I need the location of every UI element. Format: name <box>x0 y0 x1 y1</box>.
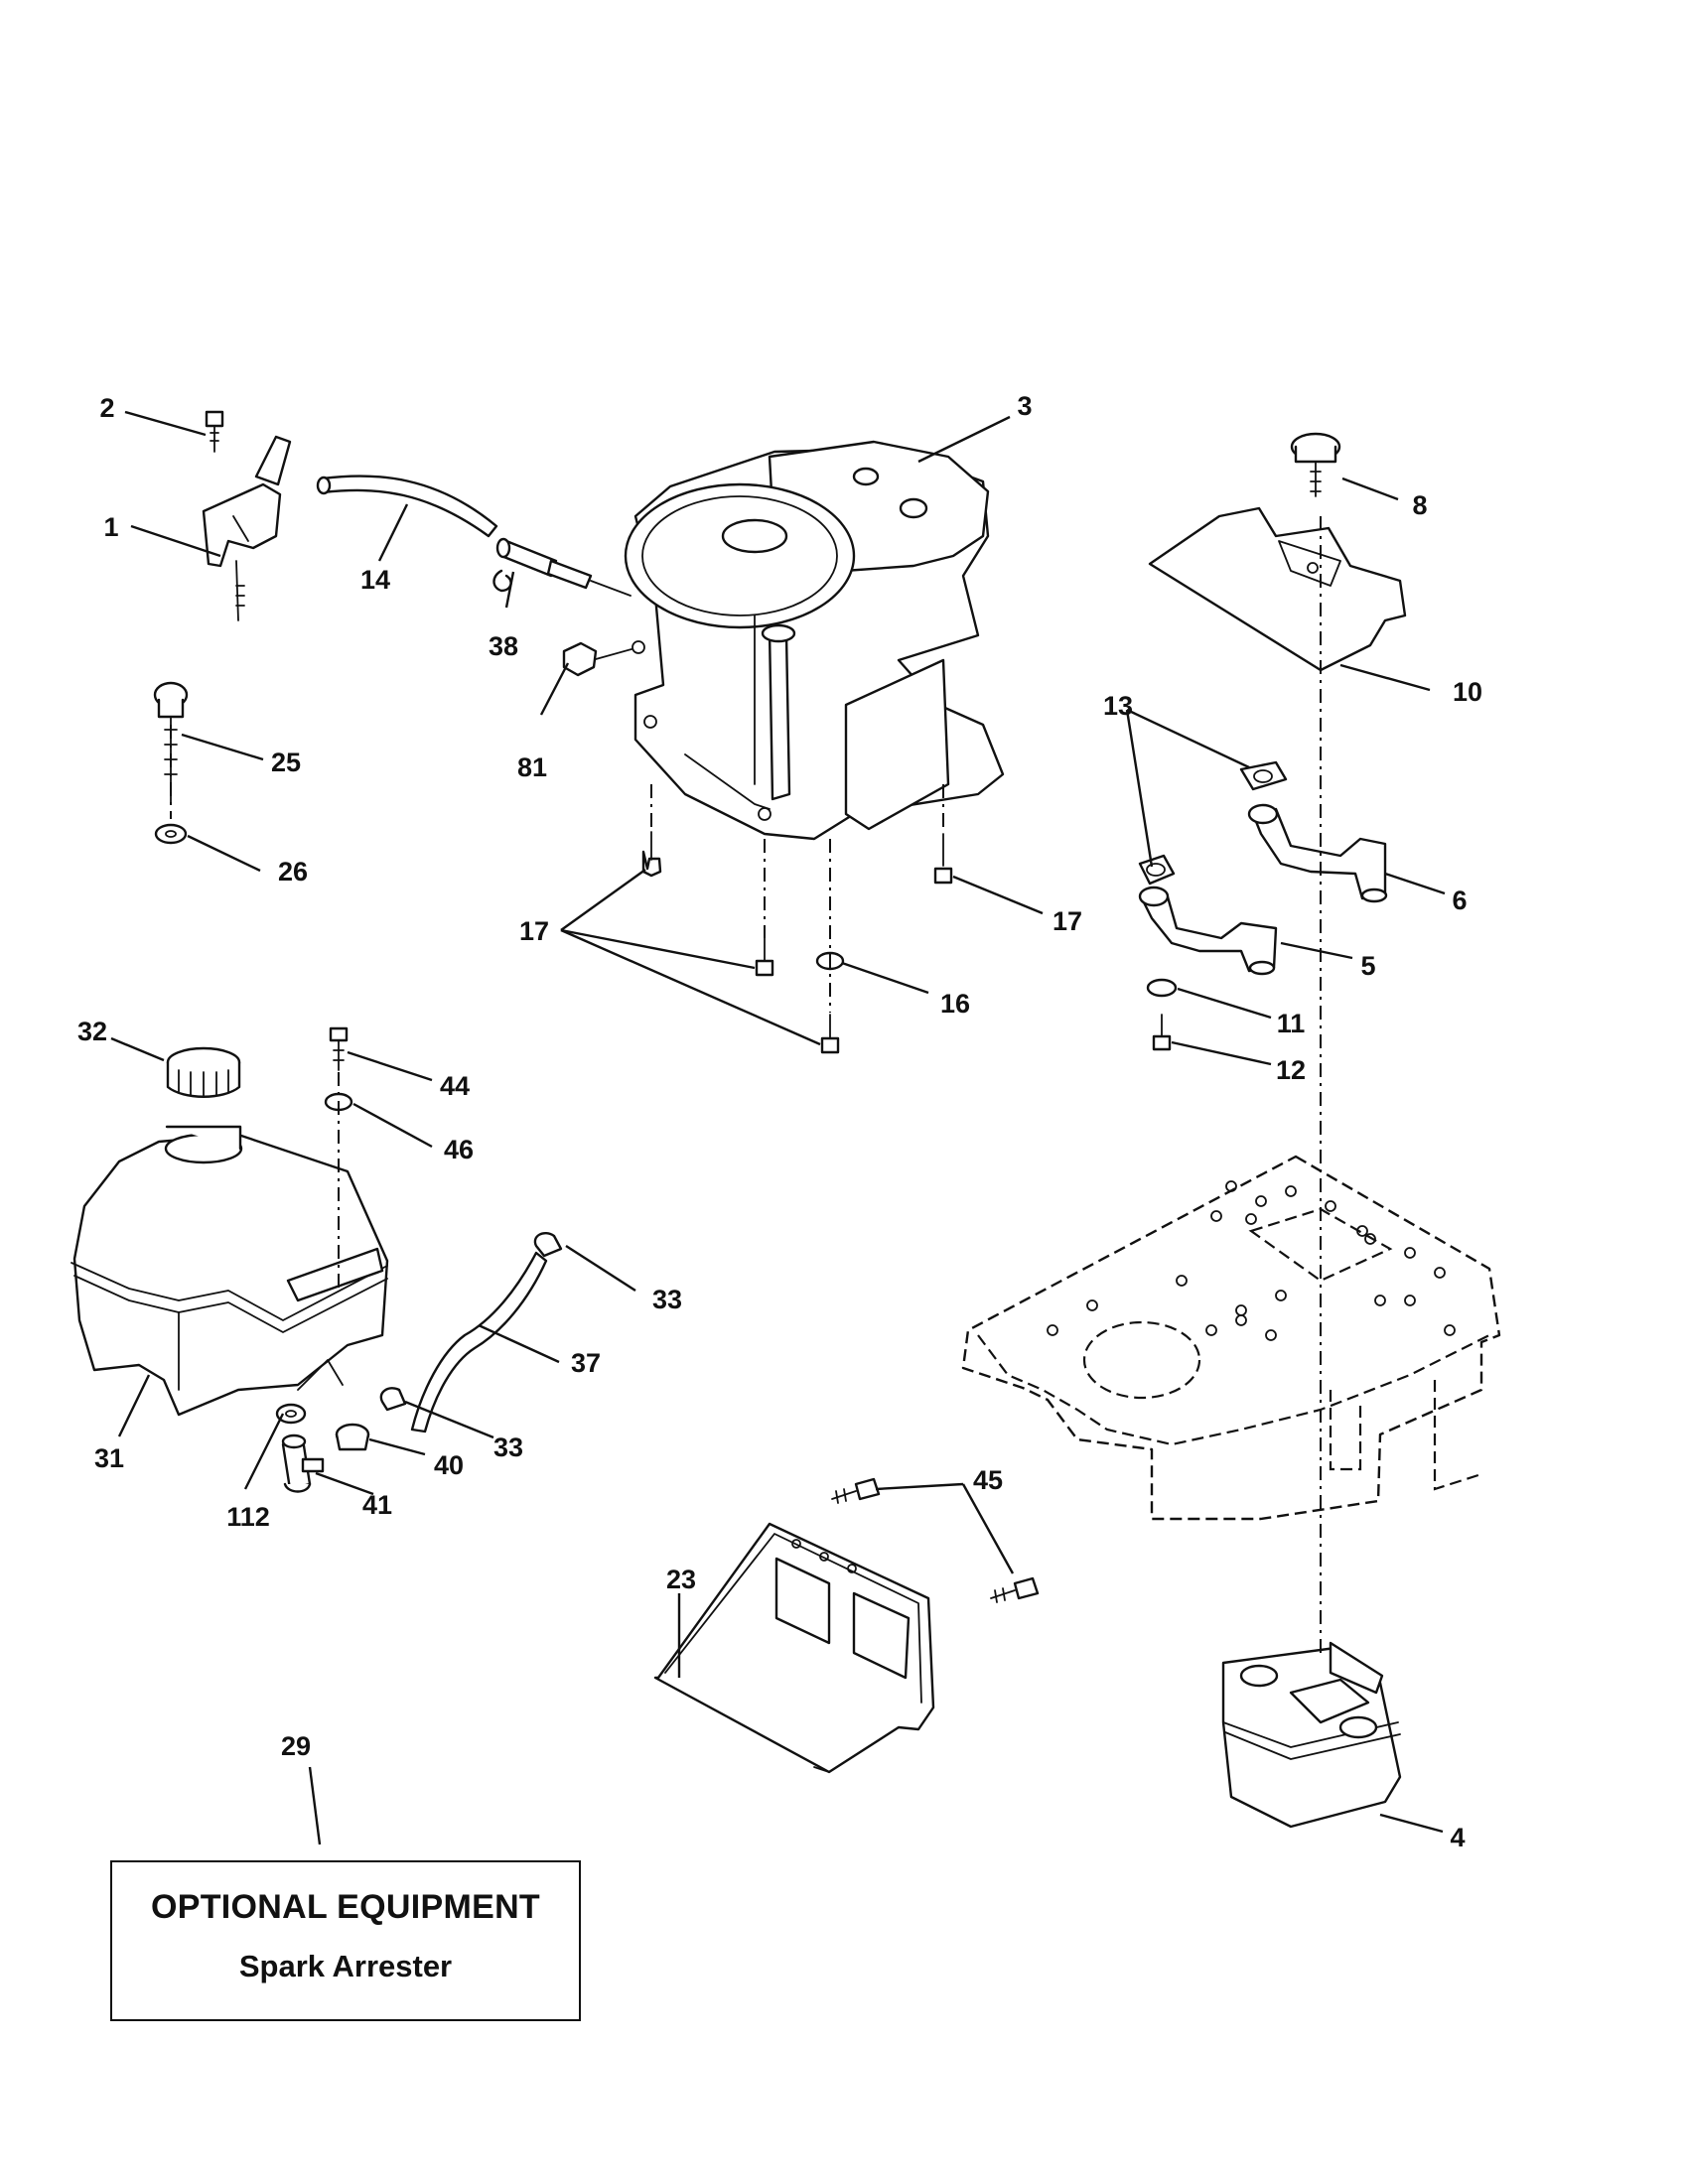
tank-bushing <box>275 1403 307 1425</box>
callout-12: 12 <box>1276 1055 1306 1085</box>
throttle-control <box>202 435 292 621</box>
washer <box>154 823 188 845</box>
fuel-shutoff-fitting <box>281 1433 325 1493</box>
leader-lines <box>110 410 1446 1845</box>
muffler-heat-shield <box>653 1522 935 1774</box>
callout-14: 14 <box>360 565 390 595</box>
heat-shield <box>1148 506 1407 672</box>
grommet <box>335 1423 370 1451</box>
callout-11: 11 <box>1277 1009 1306 1038</box>
callout-38: 38 <box>489 631 518 661</box>
callout-32: 32 <box>77 1017 107 1046</box>
callout-17-b: 17 <box>1052 906 1082 936</box>
fuel-hose <box>410 1251 548 1433</box>
callout-41: 41 <box>362 1490 392 1520</box>
callout-6: 6 <box>1452 886 1467 915</box>
engine-bolt-right <box>933 833 953 885</box>
fuel-cap <box>166 1046 241 1098</box>
nut <box>562 640 645 677</box>
hose-clamp-lower <box>379 1387 407 1412</box>
callout-10: 10 <box>1453 677 1482 707</box>
exhaust-gasket-upper <box>1239 760 1288 791</box>
callout-112: 112 <box>226 1502 270 1532</box>
engine-bolt-lower <box>820 1014 840 1054</box>
callout-4: 4 <box>1450 1823 1465 1852</box>
callout-81: 81 <box>517 752 547 782</box>
callout-31: 31 <box>94 1443 124 1473</box>
engine-bolt-center <box>755 937 774 977</box>
fuel-line <box>316 475 498 538</box>
muffler <box>1221 1641 1402 1829</box>
callout-40: 40 <box>434 1450 464 1480</box>
callout-26: 26 <box>278 857 308 887</box>
callout-5: 5 <box>1360 951 1375 981</box>
callout-2: 2 <box>99 393 114 423</box>
fuel-tank <box>70 1125 389 1417</box>
exhaust-bolt <box>1152 1014 1172 1051</box>
exhaust-pipe-right <box>1247 803 1388 903</box>
callout-33-upper: 33 <box>652 1285 682 1314</box>
tank-screw <box>329 1026 349 1071</box>
exhaust-pipe-left <box>1138 886 1278 976</box>
screw-with-washer <box>1290 432 1341 497</box>
callout-37: 37 <box>571 1348 601 1378</box>
callout-17-a: 17 <box>519 916 549 946</box>
note-title: OPTIONAL EQUIPMENT <box>150 1888 541 1926</box>
frame-holes <box>1047 1180 1456 1341</box>
callout-25: 25 <box>271 748 301 777</box>
callout-3: 3 <box>1017 391 1032 421</box>
engine <box>624 440 1005 841</box>
callout-23: 23 <box>666 1565 696 1594</box>
callout-16: 16 <box>940 989 970 1019</box>
hose-clamp-upper <box>533 1232 563 1258</box>
fuel-fitting <box>492 537 632 597</box>
optional-equipment-box: OPTIONAL EQUIPMENT Spark Arrester <box>110 1860 581 2021</box>
screw <box>205 410 224 453</box>
shield-bolt-upper <box>831 1477 881 1504</box>
engine-bolt-left <box>641 831 662 878</box>
callout-29: 29 <box>281 1731 311 1761</box>
callout-labels: 1 2 3 4 5 6 8 10 11 12 13 14 16 17 17 17… <box>77 391 1482 1852</box>
callout-46: 46 <box>444 1135 474 1164</box>
exhaust-gasket-lower <box>1138 854 1176 886</box>
note-subtitle: Spark Arrester <box>238 1949 453 1983</box>
callout-44: 44 <box>440 1071 470 1101</box>
shield-bolt-lower <box>990 1576 1040 1603</box>
chassis-frame <box>961 1155 1501 1521</box>
lock-washer <box>1146 978 1178 998</box>
callout-45: 45 <box>973 1465 1003 1495</box>
callout-8: 8 <box>1412 490 1427 520</box>
callout-33-lower: 33 <box>493 1433 523 1462</box>
callout-1: 1 <box>103 512 118 542</box>
callout-13: 13 <box>1103 691 1133 721</box>
